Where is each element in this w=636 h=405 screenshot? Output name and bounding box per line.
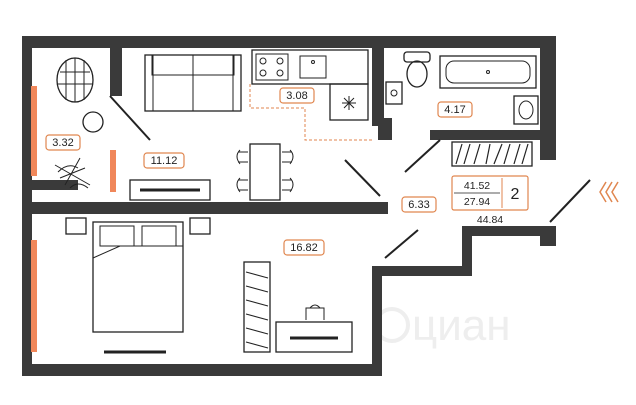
doors (109, 95, 591, 259)
wall-bottom (22, 364, 382, 376)
bed-icon (65, 217, 211, 354)
walls (22, 36, 556, 376)
wall-step-2 (462, 226, 472, 276)
desk (275, 304, 353, 353)
svg-text:3.08: 3.08 (286, 90, 307, 102)
svg-text:16.82: 16.82 (290, 242, 318, 254)
area-badge-bedroom: 16.82 (283, 239, 325, 256)
door-bedroom (384, 229, 419, 259)
watermark: циан (374, 301, 511, 350)
area-badge-living: 11.12 (143, 152, 185, 169)
bedroom-wardrobe (243, 261, 271, 353)
dining-table (236, 143, 294, 201)
svg-text:11.12: 11.12 (151, 155, 178, 167)
wall-step-1 (462, 226, 556, 236)
door-living (109, 95, 151, 141)
area-summary: 41.52 27.94 2 44.84 (451, 175, 529, 226)
washbasin-icon (513, 95, 539, 125)
washer-icon (385, 81, 403, 105)
window-bedroom (31, 240, 37, 352)
area-badge-bathroom: 4.17 (437, 101, 473, 118)
kitchen-counter (251, 49, 369, 121)
wall-bath-corner (378, 118, 392, 140)
wall-middle (22, 202, 388, 214)
window-left-upper (31, 86, 37, 176)
wall-bedroom-right (372, 266, 382, 376)
wall-right-upper (540, 36, 556, 160)
svg-text:6.33: 6.33 (408, 199, 429, 211)
wall-top-right (372, 36, 556, 48)
toilet-icon (403, 51, 431, 88)
total-area-value: 44.84 (477, 214, 503, 226)
side-table-icon (82, 111, 104, 133)
sink-icon (299, 55, 327, 79)
rooms-count: 2 (511, 186, 520, 203)
svg-text:4.17: 4.17 (444, 104, 465, 116)
door-hall-living (344, 159, 381, 197)
hall-wardrobe (451, 141, 533, 167)
stove-icon (255, 53, 289, 81)
wall-wardrobe-bottom (22, 180, 78, 190)
fridge (329, 83, 369, 121)
wall-top-left (22, 36, 122, 48)
kitchen-zone-outline (249, 84, 372, 141)
window-living (110, 150, 116, 192)
door-entrance (549, 179, 591, 223)
area-badge-kitchen: 3.08 (279, 87, 315, 104)
wall-bath-left (372, 36, 384, 126)
living-area-value: 41.52 (464, 180, 490, 192)
total-living-value: 27.94 (464, 196, 490, 208)
tv-stand (129, 179, 211, 201)
plant-icon (54, 157, 91, 189)
wall-top-middle (122, 36, 384, 48)
wall-step-3 (372, 266, 472, 276)
egg-chair-icon (56, 57, 94, 103)
wall-kitchen-left (110, 36, 122, 96)
sofa-icon (144, 54, 242, 112)
bathtub-icon (439, 55, 537, 89)
snowflake-icon (342, 96, 356, 110)
watermark-text: циан (412, 301, 511, 350)
svg-text:3.32: 3.32 (52, 137, 73, 149)
wall-bath-bottom (430, 130, 556, 140)
door-bath (404, 139, 441, 173)
area-badge-wardrobe: 3.32 (45, 134, 81, 151)
area-badge-hall: 6.33 (401, 196, 437, 213)
entrance-arrow-icon (599, 181, 619, 203)
